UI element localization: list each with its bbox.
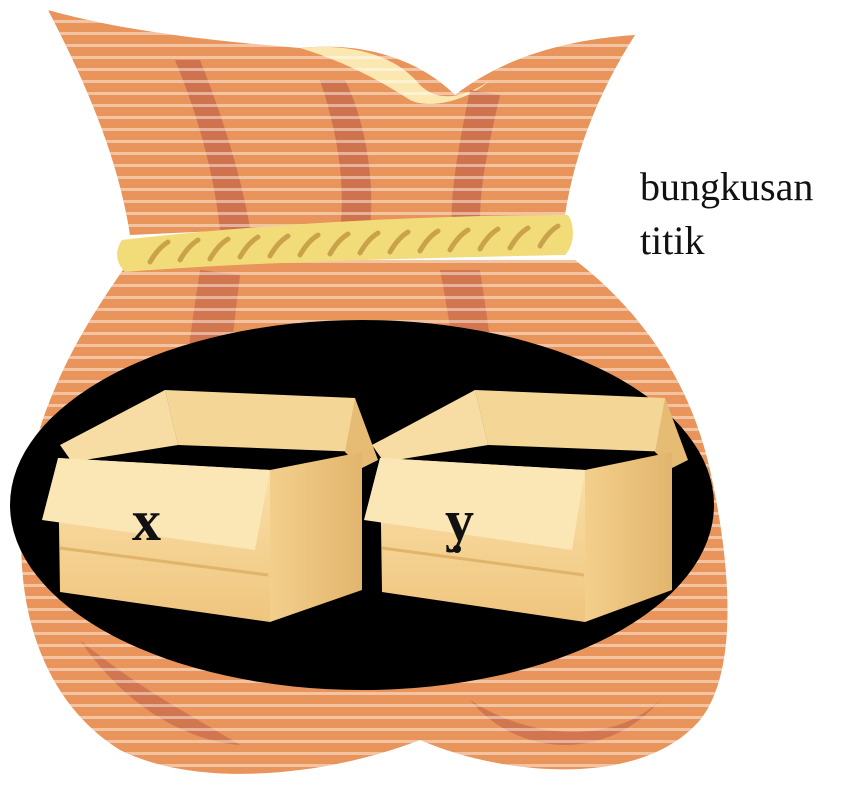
caption-line-2: titik: [640, 214, 813, 268]
point-dot: [453, 545, 461, 553]
box-y: y: [364, 390, 688, 622]
caption-label: bungkusan titik: [640, 160, 813, 268]
box-x-label: x: [132, 488, 161, 553]
box-y-label: y: [445, 488, 474, 553]
caption-line-1: bungkusan: [640, 160, 813, 214]
